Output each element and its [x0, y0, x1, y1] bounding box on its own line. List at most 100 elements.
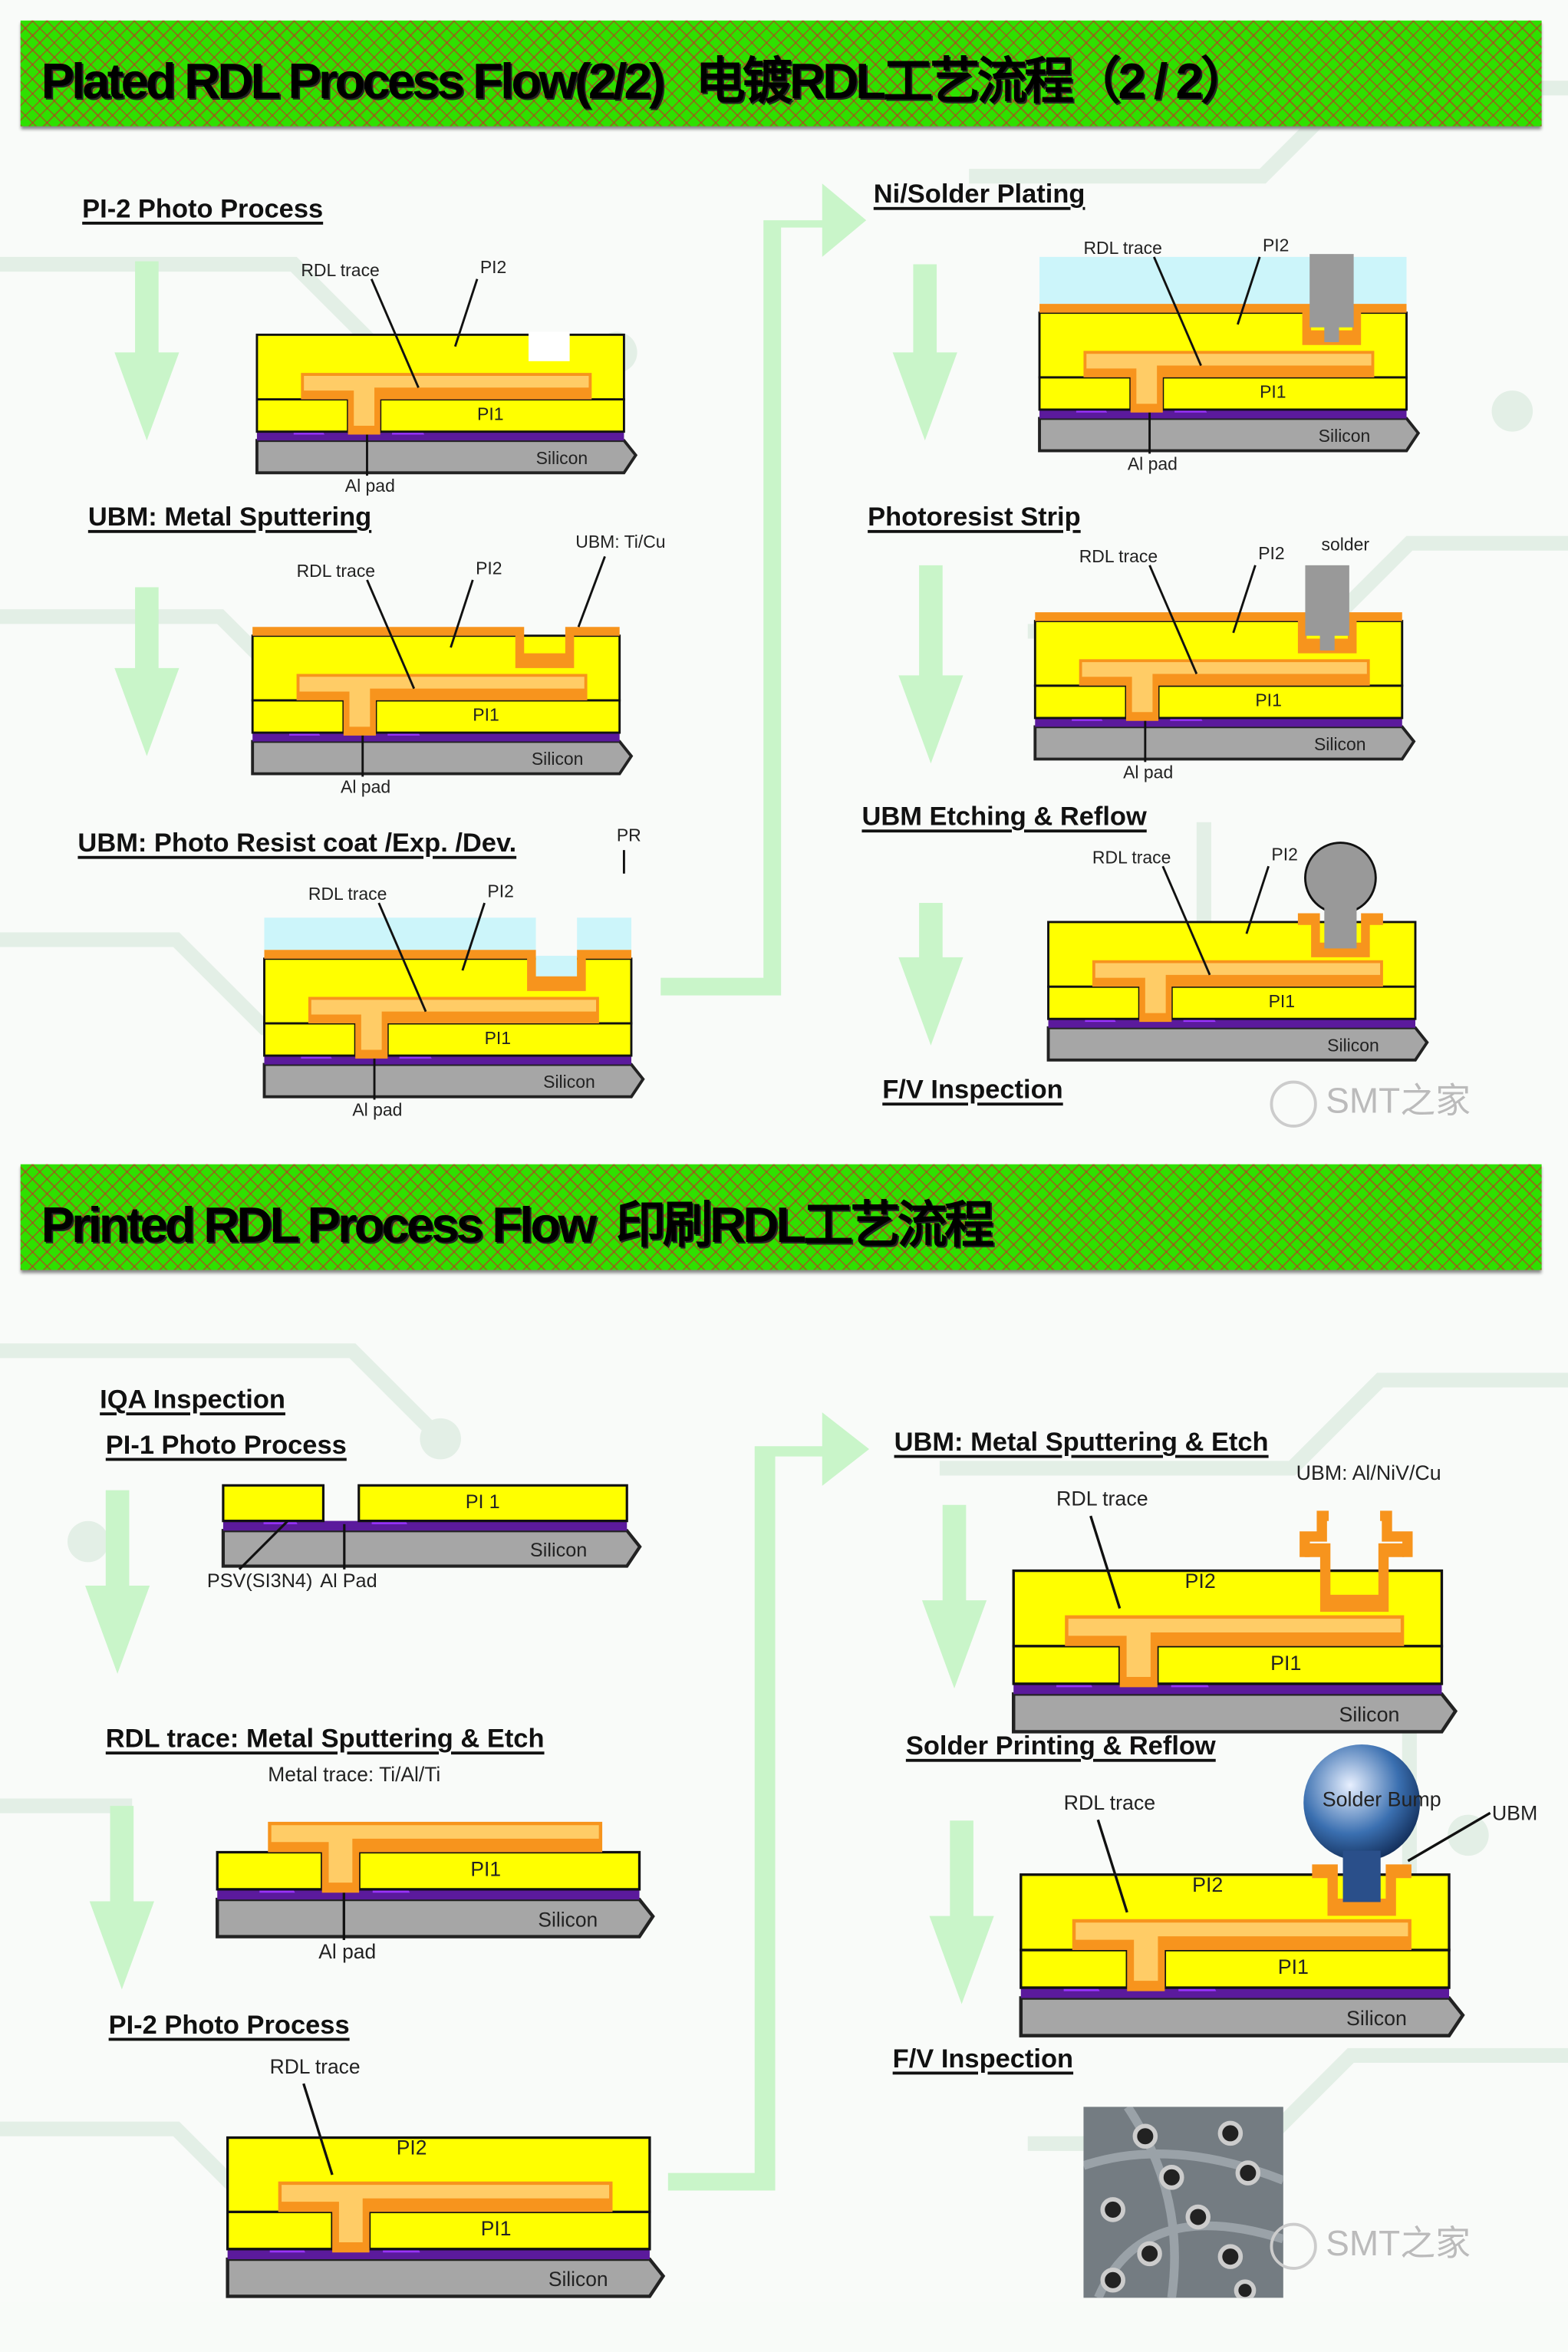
pi1-layer: [263, 1022, 633, 1057]
pi1-layer: [1038, 376, 1408, 411]
ubm-layer: [1300, 1510, 1413, 1557]
passivation-layer: [1035, 717, 1402, 727]
watermark-text: SMT之家: [1326, 1082, 1471, 1122]
pi1-layer: [226, 2210, 651, 2251]
leader-line: [450, 579, 474, 648]
label-alpad: Al pad: [345, 476, 395, 496]
down-arrow: [114, 261, 180, 441]
label-extra: UBM: Ti/Cu: [575, 532, 665, 552]
leader-line: [1089, 1515, 1122, 1609]
rdl-trace-core: [304, 375, 589, 427]
step-title: Photoresist Strip: [868, 502, 1081, 532]
leader-line: [1407, 1811, 1491, 1863]
leader-line: [1161, 865, 1211, 976]
pi1-layer: [251, 699, 621, 734]
solder-plating: [1305, 565, 1349, 651]
label-pi2: PI2: [1271, 845, 1297, 865]
leader-line: [453, 278, 479, 348]
label-si: Silicon: [1327, 1035, 1379, 1055]
label-pi2: PI2: [476, 558, 502, 578]
label-pi2: PI2: [1263, 235, 1289, 255]
label-pi1: PI 1: [466, 1491, 500, 1513]
rdl-trace-core: [271, 1825, 599, 1883]
down-arrow: [921, 1504, 987, 1688]
ubm-layer: [252, 627, 620, 668]
inspection-photo: [1083, 2107, 1283, 2298]
solder-plating: [1309, 254, 1354, 342]
label-pi1: PI1: [473, 705, 499, 725]
label-si: Silicon: [538, 1908, 598, 1931]
leader-line: [366, 579, 416, 690]
passivation-layer: [264, 1056, 631, 1065]
step-title: Ni/Solder Plating: [873, 179, 1085, 209]
leader-line: [1153, 256, 1202, 367]
pi1-layer: [255, 398, 625, 433]
rdl-trace-core: [1086, 354, 1372, 404]
plated-title: Plated RDL Process Flow(2/2) 电镀RDL工艺流程（2…: [41, 54, 1250, 110]
down-arrow: [892, 264, 957, 441]
leader-line: [302, 2083, 334, 2176]
step-title: PI-2 Photo Process: [108, 2010, 350, 2040]
step-title: UBM: Photo Resist coat /Exp. /Dev.: [77, 828, 517, 858]
label-alpad: Al pad: [1123, 762, 1173, 782]
step-title: Solder Printing & Reflow: [905, 1731, 1216, 1761]
watermark-text: SMT之家: [1326, 2224, 1471, 2265]
slide: Plated RDL Process Flow(2/2) 电镀RDL工艺流程（2…: [0, 20, 1568, 2298]
label-pi1: PI1: [1255, 690, 1281, 710]
label-pi2: PI2: [487, 881, 513, 901]
pi1-layer: [222, 1484, 628, 1523]
solder-ball: [1324, 907, 1357, 949]
label-extra: PR: [617, 825, 641, 845]
label-pi1: PI1: [485, 1028, 511, 1048]
down-arrows: [85, 261, 994, 2004]
wechat-logo-icon: [1270, 2222, 1317, 2270]
silicon-layer: [216, 1897, 655, 1939]
label-pi1: PI1: [481, 2217, 512, 2240]
label-pi1: PI1: [1278, 1955, 1309, 1978]
solder-ball: [1304, 842, 1377, 914]
rdl-trace-core: [311, 1000, 597, 1050]
silicon-layer: [1046, 1026, 1429, 1062]
label-si: Silicon: [1314, 734, 1366, 754]
passivation-layer: [252, 733, 620, 742]
passivation-layer: [256, 431, 624, 441]
label-pi2: PI2: [1192, 1873, 1223, 1896]
rdl-trace-core: [1082, 662, 1367, 713]
pi1-layer: [216, 1850, 641, 1891]
solder-bump: [1303, 1744, 1421, 1861]
label-alpad: Al pad: [352, 1100, 402, 1120]
label-rdl: RDL trace: [1056, 1487, 1148, 1510]
label-pi2: PI2: [1258, 543, 1284, 563]
flow-arrows: [85, 183, 994, 2191]
ubm-layer: [1035, 612, 1402, 654]
plated-header: Plated RDL Process Flow(2/2) 电镀RDL工艺流程（2…: [20, 20, 1542, 127]
ubm-layer: [264, 950, 631, 991]
down-arrow: [929, 1820, 994, 2004]
step-title: F/V Inspection: [892, 2044, 1074, 2074]
silicon-layer: [1033, 725, 1416, 761]
watermark-bottom: SMT之家: [1270, 2214, 1471, 2270]
leader-line: [1096, 1819, 1128, 1913]
label-pi1: PI1: [470, 1857, 501, 1880]
leader-line: [370, 278, 420, 388]
label-si: Silicon: [532, 749, 584, 769]
ubm-layer: [1297, 913, 1383, 957]
watermark-top: SMT之家: [1270, 1072, 1471, 1128]
wechat-logo-icon: [1270, 1079, 1317, 1128]
